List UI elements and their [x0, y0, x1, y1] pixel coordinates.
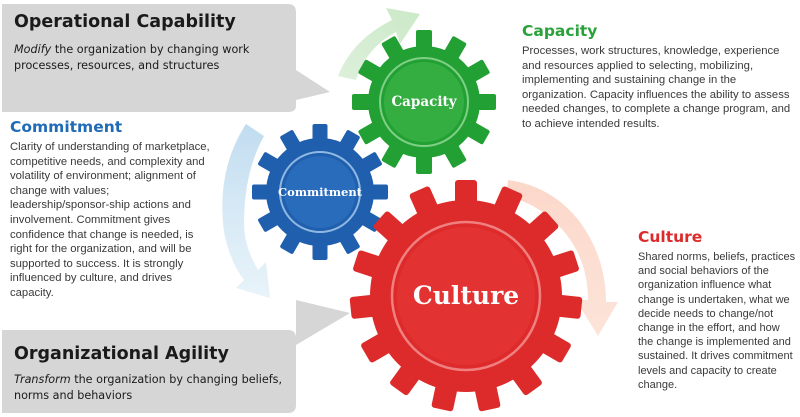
capacity-title: Capacity [522, 22, 598, 40]
organizational-agility-box [2, 300, 350, 413]
organizational-agility-subtitle: Transform the organization by changing b… [14, 372, 284, 404]
commitment-gear-label: Commitment [278, 185, 362, 199]
commitment-title: Commitment [10, 118, 123, 136]
green-cycle-arrow [338, 8, 420, 80]
capacity-gear-label: Capacity [391, 94, 457, 110]
blue-cycle-arrow [222, 124, 270, 298]
commitment-text: Clarity of understanding of marketplace,… [10, 141, 210, 299]
capacity-text: Processes, work structures, knowledge, e… [522, 45, 791, 130]
organizational-agility-emphasis: Transform [14, 373, 71, 386]
commitment-gear [252, 124, 388, 260]
culture-gear-label: Culture [412, 281, 520, 310]
organizational-agility-description: the organization by changing beliefs, no… [14, 373, 283, 402]
culture-title: Culture [638, 228, 703, 246]
organizational-agility-title: Organizational Agility [14, 344, 229, 364]
operational-capability-description: the organization by changing work proces… [14, 43, 250, 72]
operational-capability-title: Operational Capability [14, 12, 236, 32]
operational-capability-box [2, 4, 330, 112]
pink-cycle-arrow [506, 180, 618, 336]
capacity-gear [352, 30, 496, 174]
operational-capability-emphasis: Modify [14, 43, 52, 56]
operational-capability-subtitle: Modify the organization by changing work… [14, 42, 284, 74]
culture-gear [349, 180, 583, 412]
culture-text: Shared norms, beliefs, practices and soc… [638, 251, 796, 391]
